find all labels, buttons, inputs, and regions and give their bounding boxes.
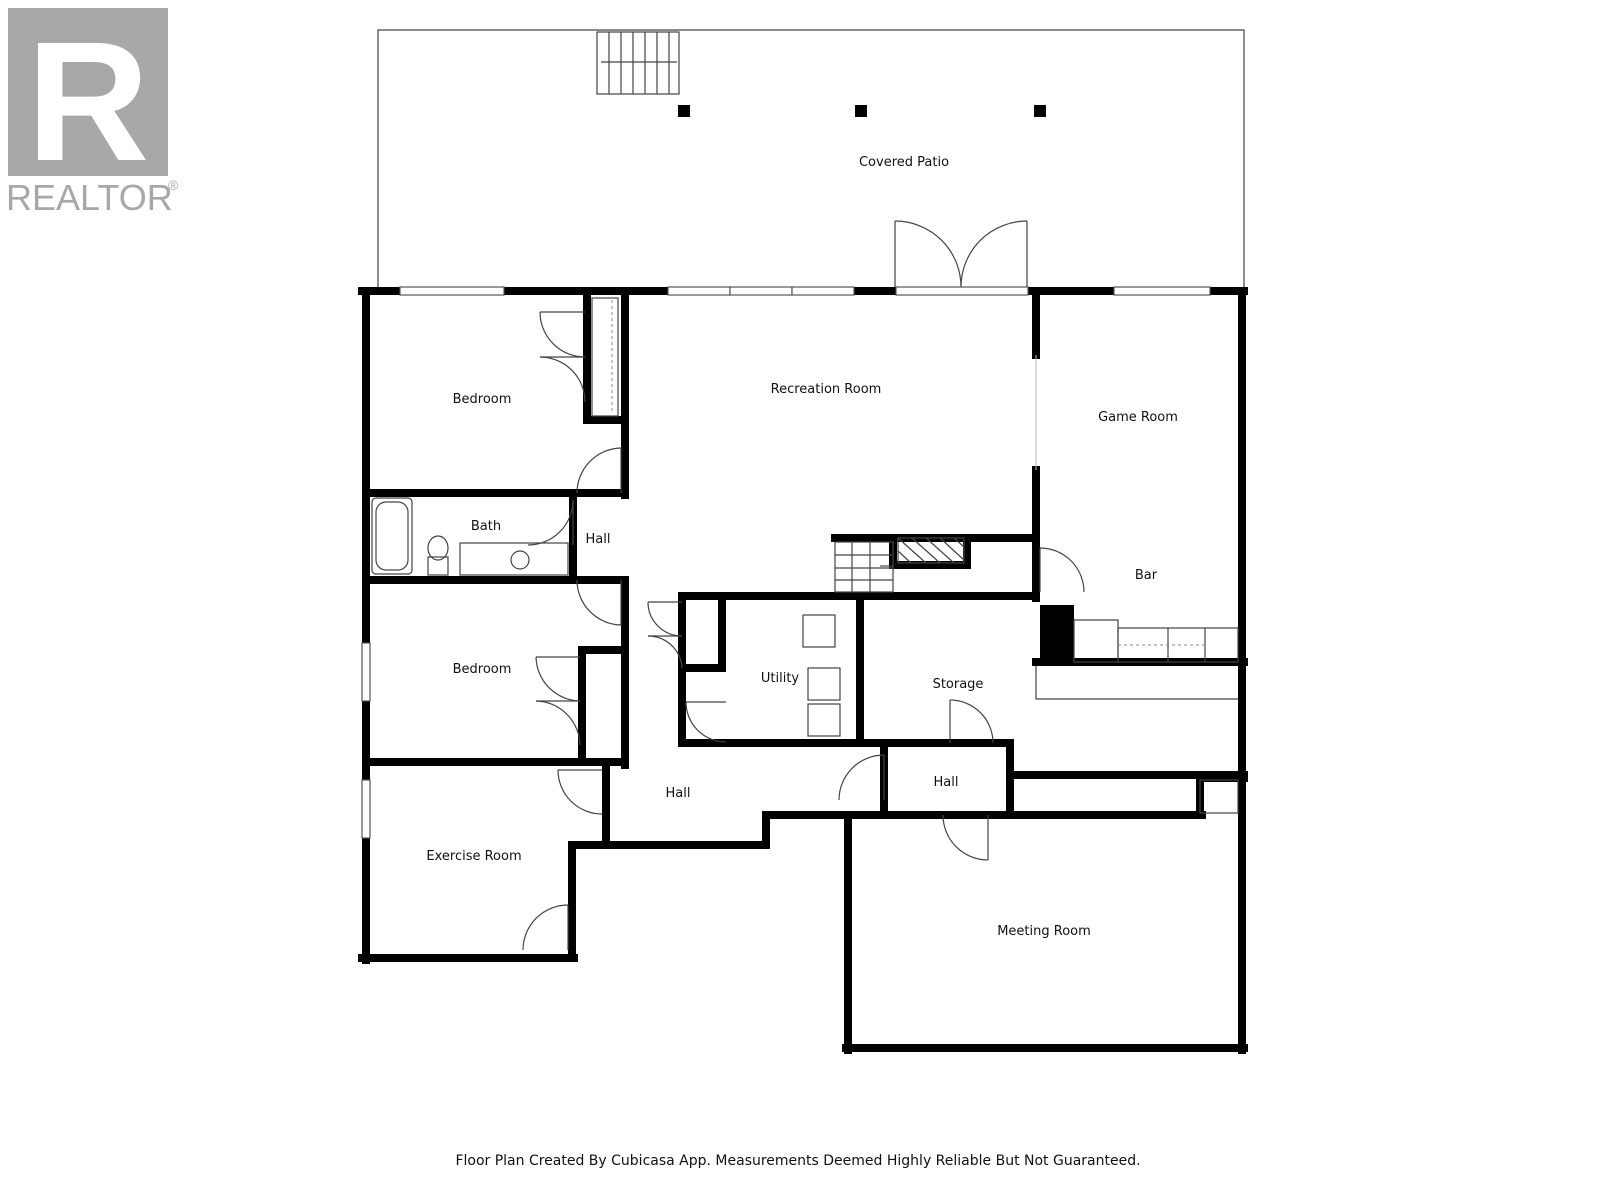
- covered-patio-area: [377, 29, 1245, 288]
- room-labels: Covered Patio Bedroom Recreation Room Ga…: [426, 155, 1178, 939]
- patio-post: [678, 105, 690, 117]
- realtor-logo-icon: [8, 8, 168, 176]
- patio-stairs: [596, 31, 680, 95]
- patio-post: [855, 105, 867, 117]
- realtor-registered-mark: ®: [168, 177, 179, 193]
- toilet-icon: [427, 556, 449, 576]
- dryer-icon: [807, 703, 841, 737]
- room-label-bar: Bar: [1135, 568, 1158, 583]
- footer-disclaimer: Floor Plan Created By Cubicasa App. Meas…: [455, 1153, 1140, 1169]
- room-label-covered-patio: Covered Patio: [859, 155, 949, 170]
- window: [1113, 286, 1211, 296]
- room-label-recreation-room: Recreation Room: [771, 382, 882, 397]
- fixtures: [371, 497, 1239, 814]
- window: [895, 286, 1029, 296]
- window: [361, 642, 371, 702]
- room-label-hall-1: Hall: [586, 532, 611, 547]
- window: [399, 286, 505, 296]
- room-label-bath: Bath: [471, 519, 501, 534]
- realtor-logo-text: REALTOR: [6, 177, 173, 218]
- room-label-game-room: Game Room: [1098, 410, 1178, 425]
- refrigerator-icon: [1040, 605, 1074, 665]
- window: [791, 286, 855, 296]
- fireplace-icon: [897, 537, 965, 564]
- sink-icon: [510, 550, 530, 570]
- realtor-logo: R REALTOR ®: [6, 7, 179, 218]
- room-label-exercise-room: Exercise Room: [426, 849, 521, 864]
- patio-double-door: [894, 220, 1028, 288]
- washer-icon: [807, 667, 841, 701]
- patio-post: [1034, 105, 1046, 117]
- realtor-logo-mark: R: [27, 7, 150, 197]
- room-label-meeting-room: Meeting Room: [997, 924, 1091, 939]
- bathtub-icon: [371, 497, 413, 575]
- window: [361, 779, 371, 839]
- windows: [361, 286, 1211, 839]
- window: [667, 286, 731, 296]
- room-label-bedroom-2: Bedroom: [453, 662, 512, 677]
- room-label-bedroom-1: Bedroom: [453, 392, 512, 407]
- room-label-hall-2: Hall: [934, 775, 959, 790]
- window: [729, 286, 793, 296]
- room-label-utility: Utility: [761, 671, 800, 686]
- water-heater-icon: [802, 614, 836, 648]
- room-label-storage: Storage: [933, 677, 984, 692]
- doors: [522, 297, 1085, 951]
- vanity-icon: [459, 542, 569, 576]
- interior-stairs: [834, 541, 894, 593]
- room-label-hall-3: Hall: [666, 786, 691, 801]
